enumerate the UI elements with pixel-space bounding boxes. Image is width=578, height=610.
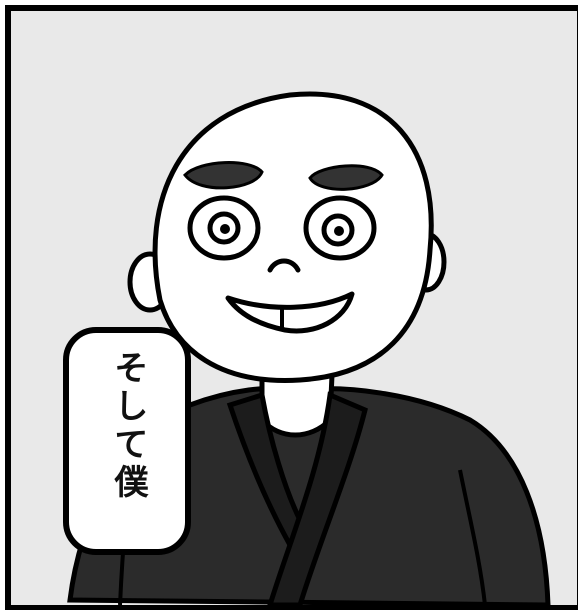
speech-bubble-text: そして僕: [108, 350, 148, 502]
right-eyebrow: [308, 164, 384, 191]
nose: [267, 258, 301, 273]
speech-bubble: [63, 327, 191, 555]
robe: [67, 372, 551, 608]
mouth: [225, 291, 355, 334]
left-eyebrow: [183, 161, 264, 190]
head: [127, 91, 447, 383]
